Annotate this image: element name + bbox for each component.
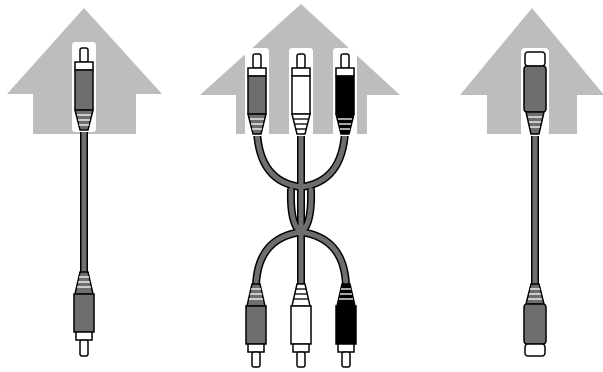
rca-plug-gray-bottom (73, 271, 95, 357)
rca-plug-black-bottom (335, 283, 357, 368)
s-video-cable (521, 48, 549, 357)
rca-plug-white-bottom (290, 283, 312, 368)
single-rca-cable (72, 42, 96, 357)
triple-rca-splitter-cable (245, 48, 357, 368)
rca-plug-gray-top (245, 48, 269, 136)
rca-plug-black-top (333, 48, 357, 136)
rca-plug-white-top (289, 48, 313, 136)
rca-plug-gray-bottom (245, 283, 267, 368)
rca-plug-gray-top (72, 42, 96, 132)
s-video-plug-top (521, 48, 549, 136)
s-video-plug-bottom (523, 283, 547, 357)
